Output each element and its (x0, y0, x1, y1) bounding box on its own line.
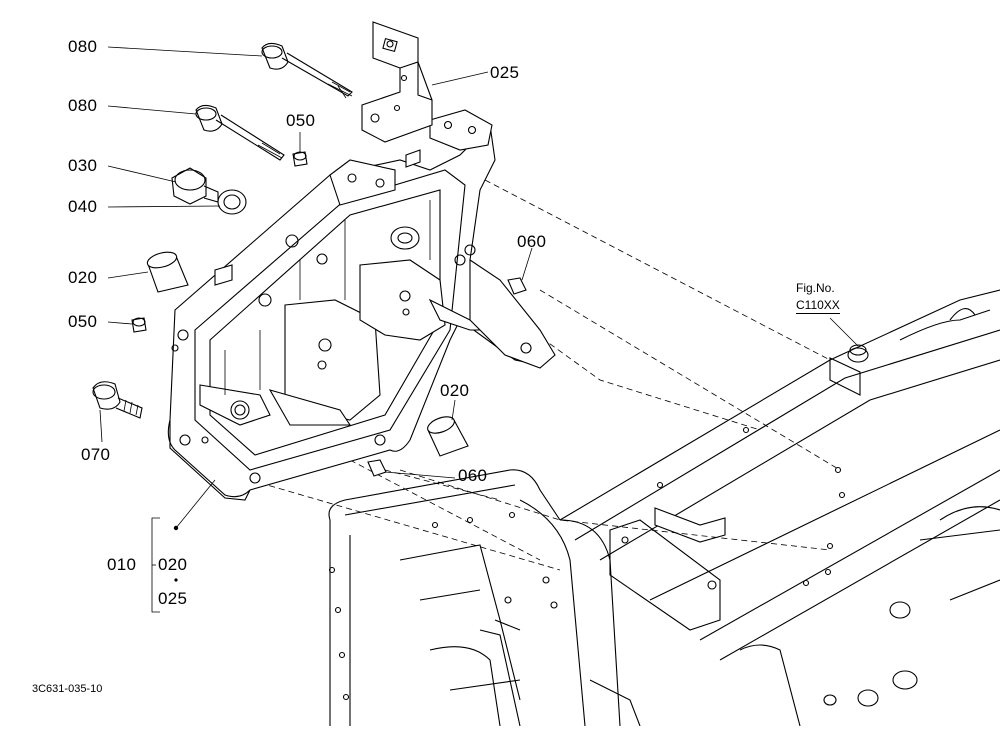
transmission-case (328, 289, 1000, 727)
housing-010 (167, 109, 556, 501)
figure-ref-label: Fig.No. (796, 281, 835, 295)
callout-040: 040 (68, 197, 98, 216)
bolts-080 (195, 42, 353, 161)
assembly-child-025: 025 (158, 589, 188, 608)
leader-lines (99, 46, 859, 566)
callout-020-left: 020 (68, 268, 98, 287)
drawing-code: 3C631-035-10 (32, 683, 103, 695)
callout-080-top: 080 (68, 37, 98, 56)
callout-025: 025 (490, 63, 520, 82)
callout-020-right: 020 (440, 381, 470, 400)
callout-050-left: 050 (68, 312, 98, 331)
assembly-parent-010: 010 (107, 555, 137, 574)
callout-070: 070 (81, 445, 111, 464)
callout-030: 030 (68, 156, 98, 175)
bracket-025 (361, 21, 433, 143)
callout-080-lower: 080 (68, 96, 98, 115)
assembly-bracket (151, 517, 179, 613)
callout-050-top: 050 (286, 111, 316, 130)
assembly-child-020: 020 (158, 555, 188, 574)
callout-060-right: 060 (517, 232, 547, 251)
callout-060-lower: 060 (458, 466, 488, 485)
small-parts (92, 151, 527, 477)
figure-ref-number: C110XX (796, 298, 840, 314)
